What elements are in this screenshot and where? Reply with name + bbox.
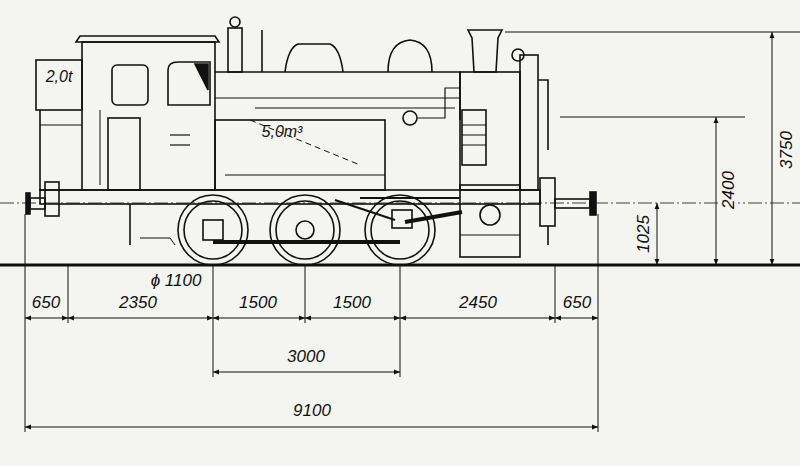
dimension-label: 2450 bbox=[457, 294, 499, 312]
locomotive-outline bbox=[0, 17, 800, 265]
dimension-label: 650 bbox=[561, 294, 593, 312]
dimension-label: 3000 bbox=[285, 348, 327, 366]
dimension-label: 2350 bbox=[117, 294, 159, 312]
dimension-lines bbox=[25, 32, 800, 432]
dimension-label: 2400 bbox=[720, 169, 738, 211]
dimension-label: 1500 bbox=[331, 294, 373, 312]
dimension-label: 1500 bbox=[237, 294, 279, 312]
dimension-label: 650 bbox=[30, 294, 62, 312]
dimension-label: 3750 bbox=[778, 129, 796, 171]
capacity-label: 2,0t bbox=[44, 69, 75, 86]
dimension-label: 1025 bbox=[635, 213, 653, 255]
dimension-label: ϕ 1100 bbox=[149, 272, 204, 290]
capacity-label: 5,0m³ bbox=[260, 124, 305, 141]
dimension-label: 9100 bbox=[291, 402, 333, 420]
